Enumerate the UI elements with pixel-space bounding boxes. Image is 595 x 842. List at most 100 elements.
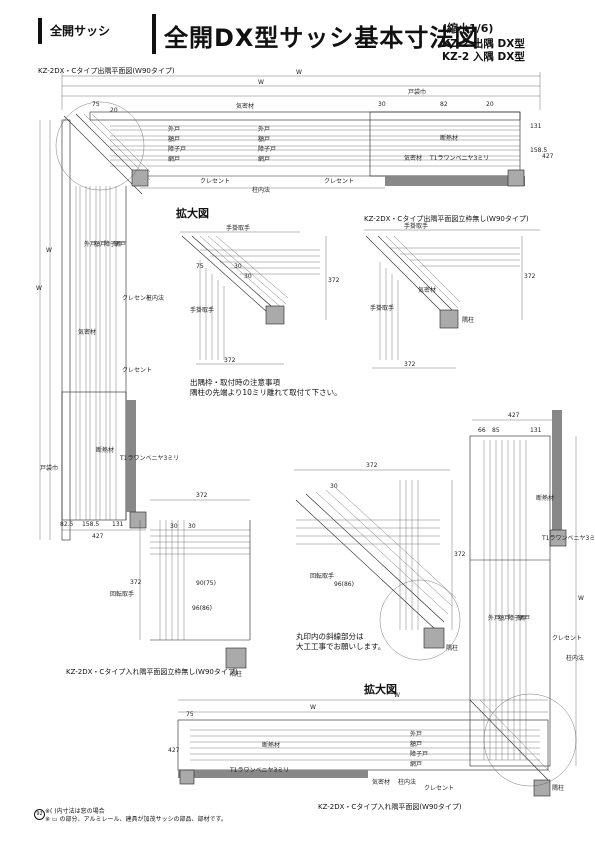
dim-w-left: W [36, 285, 42, 292]
label-crescent-1: クレセント [200, 178, 230, 185]
inner-note-line-1: 丸印内の斜線部分は [296, 632, 364, 641]
label-hand-pull-1b: 手掛取手 [190, 306, 214, 314]
label-door-1b: 額戸 [168, 135, 180, 143]
inner-corner-post-plan: 372 隅柱 回転取手 90(75) 96(86) 30 30 372 [110, 492, 251, 678]
dim-1585-b: 158.5 [82, 521, 99, 528]
label-inner-stile-4: 隅柱 [552, 784, 564, 792]
dim-131-c: 131 [530, 427, 542, 434]
label-outer-door-4: 外戸 [410, 730, 422, 738]
label-airtight-1b: 気密材 [404, 154, 422, 162]
footer-line-1: ※( )内寸法は窓の場合 [45, 808, 105, 815]
label-ti-board-1: T1ラワンベニヤ3ミリ [429, 155, 489, 162]
inner-corner-note: 丸印内の斜線部分は 大工工事でお願いします。 [296, 632, 385, 652]
label-shoji-1: 障子戸 [258, 145, 276, 153]
label-ti-board-3: T1ラワンベニヤ3ミリ [541, 535, 595, 542]
label-door-frame-2: 戸袋巾 [40, 464, 58, 472]
label-crescent-3: クレセント [552, 635, 582, 642]
dim-30-f: 30 [330, 483, 338, 490]
label-airtight-1: 気密材 [236, 102, 254, 110]
subtitle: KZ-2 出隅 DX型 KZ-2 入隅 DX型 [442, 38, 525, 64]
label-screen-1b: 網戸 [168, 155, 180, 163]
label-insulation-3: 断熱材 [536, 494, 554, 502]
dim-85-a: 85 [492, 427, 500, 434]
label-post-dim-4: 柱内法 [398, 778, 416, 786]
label-hand-pull-1: 手掛取手 [226, 224, 250, 232]
enlarged-view-2: 372 隅柱 回転取手 96(86) 30 372 [294, 462, 466, 661]
caption-outer-corner-post-plan: KZ-2DX・Cタイプ出隅平面図立枠無し(W90タイプ) [364, 215, 529, 223]
label-screen-4: 網戸 [410, 760, 422, 768]
label-slide-pull-1: 回転取手 [110, 590, 134, 598]
dim-427-a: 427 [542, 153, 554, 160]
dim-90-a: 90(75) [196, 580, 216, 587]
caption-enlarged-2: 拡大図 [364, 683, 397, 696]
label-inner-stile-1: 隅柱 [462, 316, 474, 324]
dim-372-d: 372 [404, 361, 416, 368]
dim-w-bottom-2: W [310, 704, 316, 711]
label-crescent-2b: クレセント [122, 367, 152, 374]
label-crescent-1b: クレセント [324, 178, 354, 185]
dim-30-a: 30 [378, 101, 386, 108]
label-inner-stile-2: 隅柱 [230, 670, 242, 678]
label-outer-door-1b: 外戸 [168, 125, 180, 133]
dim-75-c: 75 [186, 711, 194, 718]
outer-note-line-2: 隅柱の先端より10ミリ離れて取付て下さい。 [190, 388, 342, 397]
dim-w-top-2: W [258, 79, 264, 86]
dim-372-f: 372 [130, 579, 142, 586]
dim-75-b: 75 [196, 263, 204, 270]
dim-372-g: 372 [366, 462, 378, 469]
label-insulation-2: 断熱材 [96, 446, 114, 454]
subtitle-line-1: KZ-2 出隅 DX型 [442, 38, 525, 50]
label-shoji-1b: 障子戸 [168, 145, 186, 153]
dim-30-b: 30 [234, 263, 242, 270]
dim-372-e: 372 [196, 492, 208, 499]
outer-corner-note: 出隅枠・取付時の注意事項 隅柱の先端より10ミリ離れて取付て下さい。 [190, 378, 342, 398]
dim-w-left-2: W [46, 247, 52, 254]
subtitle-line-2: KZ-2 入隅 DX型 [442, 51, 525, 63]
label-airtight-3: 気密材 [418, 286, 436, 294]
dim-96-a: 96(86) [192, 605, 212, 612]
label-outer-door-2: 外戸 [84, 240, 96, 248]
label-ti-board-4: T1ラワンベニヤ3ミリ [229, 767, 289, 774]
label-door-2: 額戸 [94, 240, 106, 248]
label-post-dim-2: 柱内法 [146, 294, 164, 302]
enlarged-view-1: 手掛取手 手掛取手 75 30 30 372 372 [180, 224, 340, 365]
label-inner-stile-3: 隅柱 [446, 644, 458, 652]
label-insulation-4: 断熱材 [262, 741, 280, 749]
dim-20-b: 20 [486, 101, 494, 108]
scale-label: (縮小1/6) [442, 22, 494, 35]
label-outer-door-1: 外戸 [258, 125, 270, 133]
label-outer-door-3: 外戸 [488, 614, 500, 622]
footer-notes: ※( )内寸法は窓の場合 ※ ▭ の部分、アルミレール、建具が加茂サッシの部品、… [45, 808, 227, 824]
dim-96-b: 96(86) [334, 581, 354, 588]
label-door-4: 額戸 [410, 740, 422, 748]
footer-line-2: ※ ▭ の部分、アルミレール、建具が加茂サッシの部品、部材です。 [45, 816, 227, 823]
label-door-3: 額戸 [498, 614, 510, 622]
label-airtight-2: 気密材 [78, 328, 96, 336]
label-hand-pull-2: 手掛取手 [404, 222, 428, 230]
label-post-dim-1: 柱内法 [252, 186, 270, 194]
label-airtight-4: 気密材 [372, 778, 390, 786]
outer-note-line-1: 出隅枠・取付時の注意事項 [190, 378, 280, 387]
label-crescent-4: クレセント [424, 785, 454, 792]
label-door-1: 額戸 [258, 135, 270, 143]
label-post-dim-3: 柱内法 [566, 654, 584, 662]
dim-427-b: 427 [92, 533, 104, 540]
inner-note-line-2: 大工工事でお願いします。 [296, 642, 386, 651]
caption-enlarged-1: 拡大図 [176, 207, 209, 220]
label-crescent-2: クレセント [122, 295, 152, 302]
dim-75-a: 75 [92, 101, 100, 108]
dim-372-a: 372 [328, 277, 340, 284]
dim-427-d: 427 [168, 747, 180, 754]
caption-outer-corner-plan: KZ-2DX・Cタイプ出隅平面図(W90タイプ) [38, 67, 175, 75]
label-screen-3: 網戸 [518, 614, 530, 622]
dim-w-top: W [296, 69, 302, 76]
outer-corner-plan: W W 戸袋巾 外戸 額戸 障子戸 網戸 外戸 額戸 障子戸 網戸 気密材 断熱… [36, 69, 554, 541]
caption-inner-corner-post-plan: KZ-2DX・Cタイプ入れ隅平面図立枠無し(W90タイプ) [66, 668, 238, 676]
label-screen-1: 網戸 [258, 155, 270, 163]
dim-372-b: 372 [224, 357, 236, 364]
dim-82-a: 82 [440, 101, 448, 108]
dim-20-a: 20 [110, 107, 118, 114]
page-number: 92 [34, 809, 45, 820]
dim-372-c: 372 [524, 273, 536, 280]
